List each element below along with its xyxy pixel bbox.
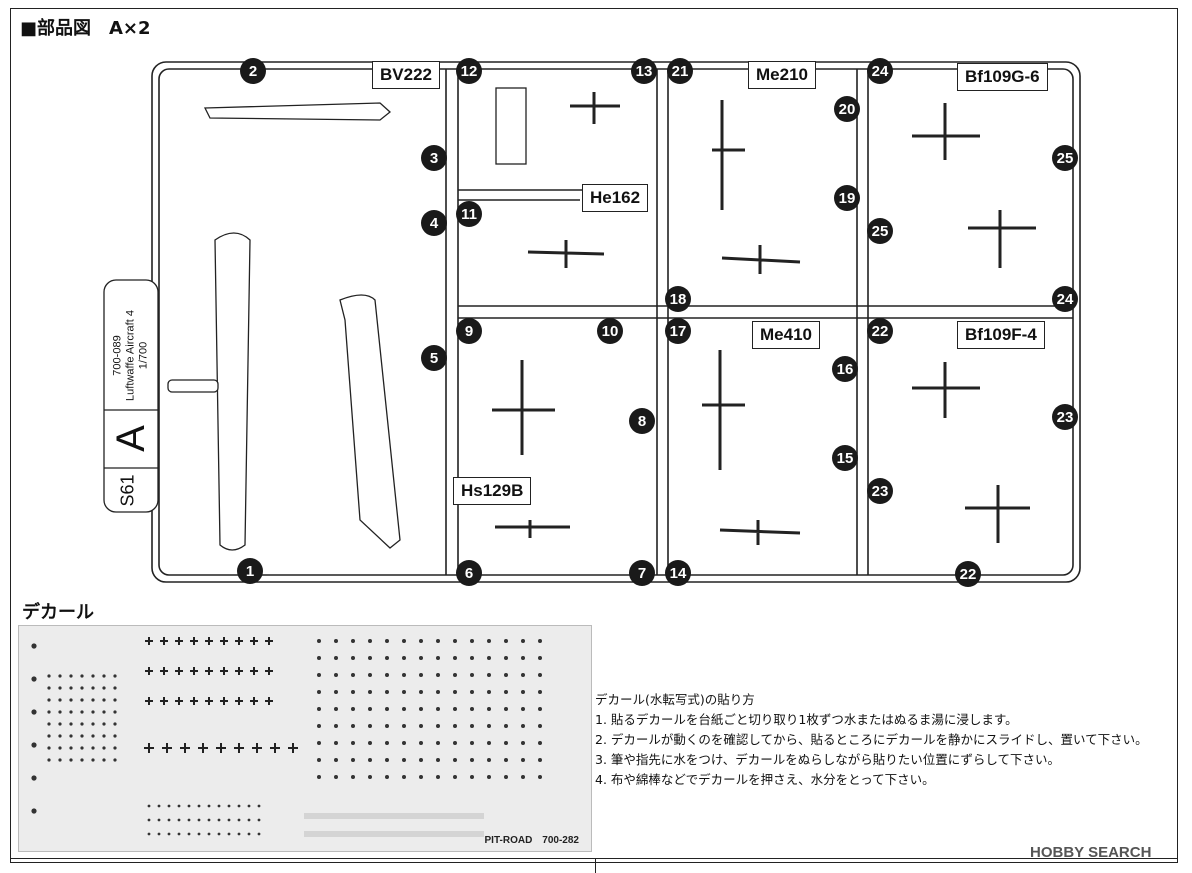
label-he162: He162 [582,184,649,212]
part-number-25-left: 25 [867,218,893,244]
part-number-8: 8 [629,408,655,434]
decal-instruction-1: 1. 貼るデカールを台紙ごと切り取り1枚ずつ水またはぬるま湯に浸します。 [595,712,1018,727]
decal-sheet: PIT-ROAD 700-282 [18,625,592,852]
sprue-tab-text: 700-089 Luftwaffe Aircraft 4 1/700 [103,286,159,406]
part-number-14: 14 [665,560,691,586]
sprue-diagram [103,61,1081,583]
decal-sheet-credit: PIT-ROAD 700-282 [484,835,579,846]
sprue-scale: 1/700 [137,341,150,370]
label-bf109f4: Bf109F-4 [957,321,1045,349]
part-number-24-right: 24 [1052,286,1078,312]
page-frame [10,8,1178,863]
part-number-22-top: 22 [867,318,893,344]
part-number-17: 17 [665,318,691,344]
part-number-7: 7 [629,560,655,586]
label-hs129b: Hs129B [453,477,532,505]
part-number-11: 11 [456,201,482,227]
part-number-1: 1 [237,558,263,584]
label-bv222: BV222 [372,61,440,89]
part-number-6: 6 [456,560,482,586]
decal-sheet-markings [31,637,542,837]
part-number-19: 19 [834,185,860,211]
decal-title: デカール [22,602,94,623]
part-number-4: 4 [421,210,447,236]
mold-code: S61 [117,474,138,507]
part-number-20: 20 [834,96,860,122]
decal-instructions-title: デカール(水転写式)の貼り方 [595,692,755,707]
label-bf109g6: Bf109G-6 [957,63,1048,91]
part-number-13: 13 [631,58,657,84]
parts-diagram-title: ■部品図 A×2 [20,18,151,39]
bv222-hull-part [339,294,401,549]
watermark: HOBBY SEARCH [1030,844,1152,861]
sprue-code: 700-089 [111,335,124,376]
label-me210: Me210 [748,61,816,89]
part-number-24-top: 24 [867,58,893,84]
label-me410: Me410 [752,321,820,349]
decal-instruction-4: 4. 布や綿棒などでデカールを押さえ、水分をとって下さい。 [595,772,935,787]
part-number-9: 9 [456,318,482,344]
part-number-16: 16 [832,356,858,382]
part-number-3: 3 [421,145,447,171]
part-number-23-left: 23 [867,478,893,504]
bv222-float-part [203,102,392,121]
part-number-12: 12 [456,58,482,84]
sprue-letter: A [108,425,153,452]
sprue-inner-runner [158,68,1074,576]
part-number-21: 21 [667,58,693,84]
bv222-wing-part [214,232,251,551]
decal-instruction-3: 3. 筆や指先に水をつけ、デカールをぬらしながら貼りたい位置にずらして下さい。 [595,752,1061,767]
sprue-series: Luftwaffe Aircraft 4 [124,310,137,401]
part-number-23-right: 23 [1052,404,1078,430]
part-number-25-right: 25 [1052,145,1078,171]
decal-instruction-2: 2. デカールが動くのを確認してから、貼るところにデカールを静かにスライドし、置… [595,732,1148,747]
part-number-2: 2 [240,58,266,84]
part-number-10: 10 [597,318,623,344]
part-number-15: 15 [832,445,858,471]
decal-instructions: デカール(水転写式)の貼り方 1. 貼るデカールを台紙ごと切り取り1枚ずつ水また… [595,690,1148,790]
part-number-18: 18 [665,286,691,312]
bottom-section-bar [10,858,1178,873]
part-number-22-bottom: 22 [955,561,981,587]
part-number-5: 5 [421,345,447,371]
